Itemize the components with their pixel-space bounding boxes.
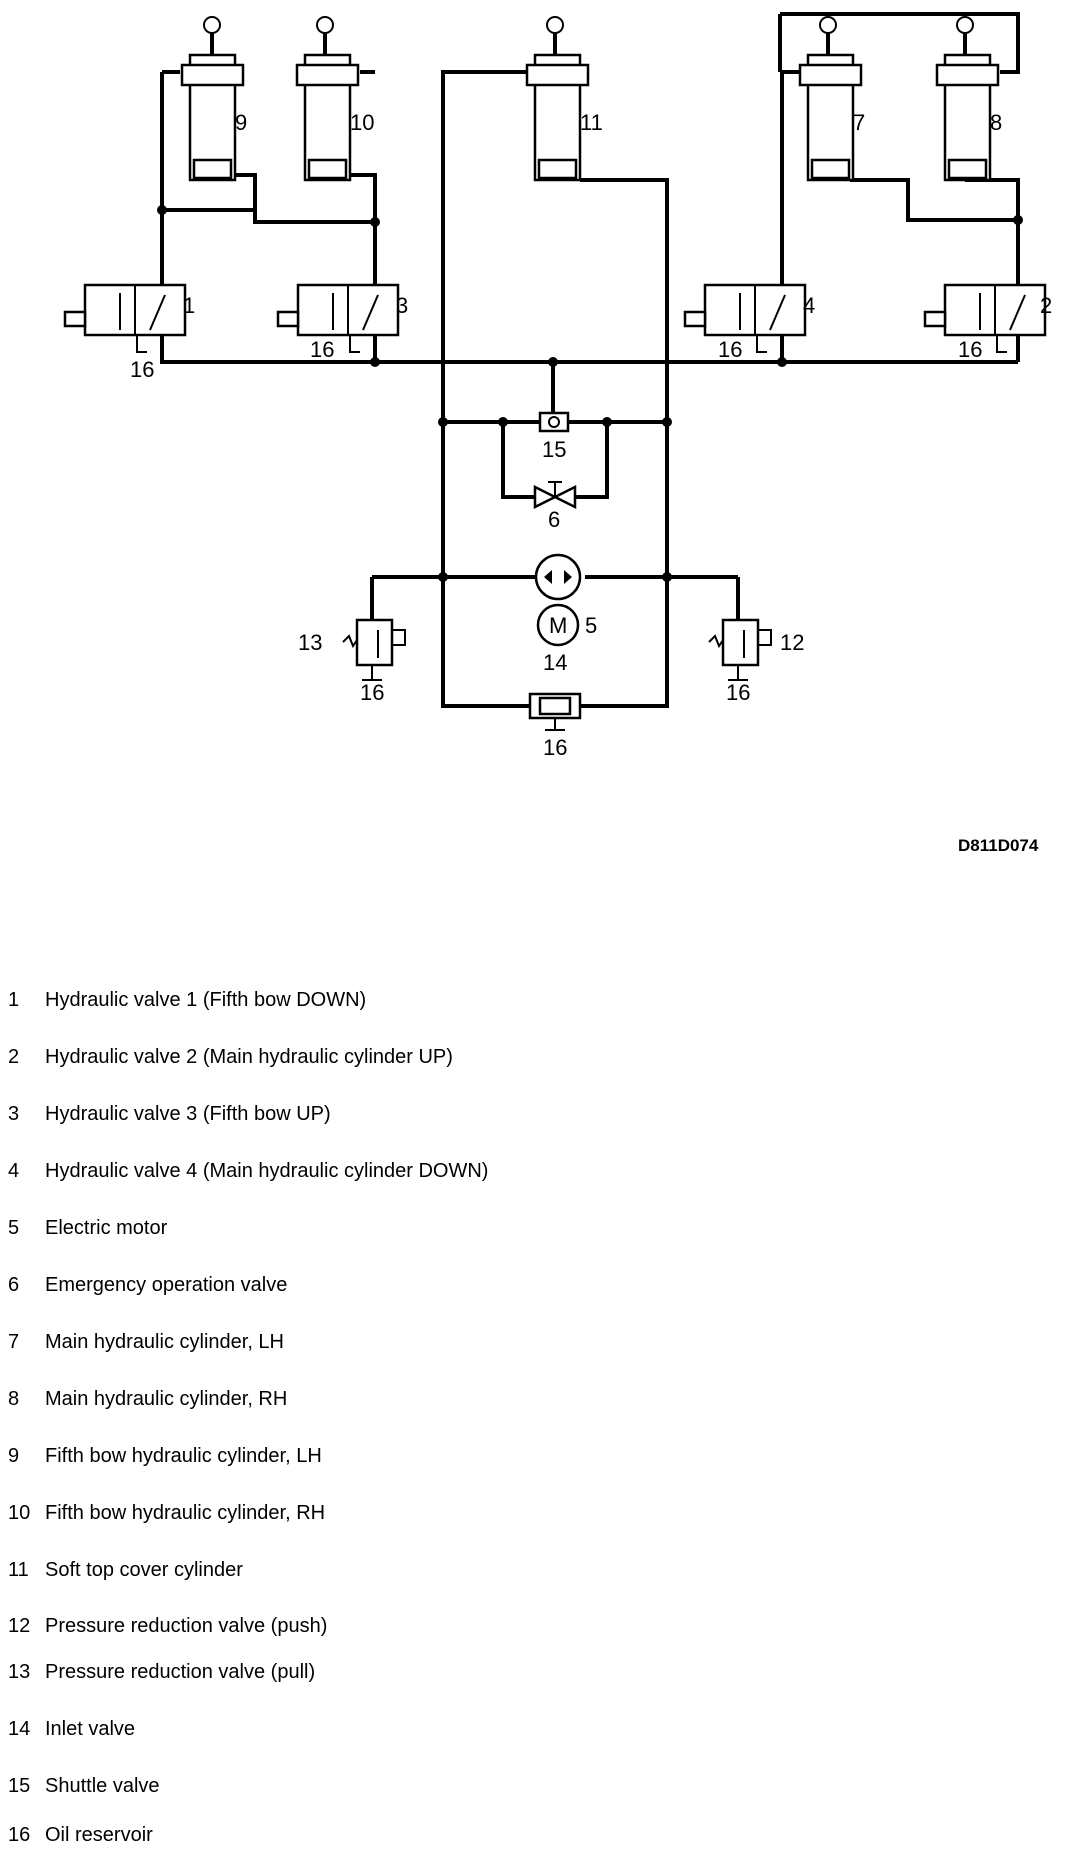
label-7: 7 <box>853 110 865 135</box>
label-16-v1: 16 <box>130 357 154 382</box>
label-11: 11 <box>580 110 603 135</box>
drawing-id: D811D074 <box>958 836 1039 855</box>
legend-text: Fifth bow hydraulic cylinder, LH <box>45 1445 322 1467</box>
electric-motor-5: M <box>536 603 580 647</box>
cylinder-9 <box>180 16 245 182</box>
label-9: 9 <box>235 110 247 135</box>
legend-text: Main hydraulic cylinder, RH <box>45 1388 288 1410</box>
label-16-v3: 16 <box>310 337 334 362</box>
pressure-valve-13 <box>342 618 406 681</box>
legend-text: Shuttle valve <box>45 1775 160 1797</box>
legend-text: Hydraulic valve 2 (Main hydraulic cylind… <box>45 1046 453 1068</box>
hydraulic-schematic: M 9 10 11 7 8 1 3 4 2 16 16 16 16 <box>63 12 1052 760</box>
label-10: 10 <box>350 110 374 135</box>
legend-num: 1 <box>8 989 20 1011</box>
legend-num: 7 <box>8 1331 20 1353</box>
legend-num: 2 <box>8 1046 20 1068</box>
emergency-valve-6 <box>533 481 577 510</box>
hydraulic-lines <box>160 12 1020 708</box>
cylinder-11 <box>525 16 590 182</box>
legend-text: Hydraulic valve 1 (Fifth bow DOWN) <box>45 989 367 1011</box>
legend-num: 8 <box>8 1388 20 1410</box>
legend-text: Electric motor <box>45 1217 168 1239</box>
label-1: 1 <box>183 293 195 318</box>
legend-num: 4 <box>8 1160 20 1182</box>
valve-3 <box>276 283 400 337</box>
label-16-p12: 16 <box>726 680 750 705</box>
legend-text: Inlet valve <box>45 1718 136 1740</box>
legend-text: Pressure reduction valve (pull) <box>45 1661 316 1683</box>
legend-num: 15 <box>8 1775 31 1797</box>
legend-text: Fifth bow hydraulic cylinder, RH <box>45 1502 326 1524</box>
label-12: 12 <box>780 630 804 655</box>
pump <box>534 553 582 601</box>
valve-1 <box>63 283 187 337</box>
legend-text: Hydraulic valve 4 (Main hydraulic cylind… <box>45 1160 489 1182</box>
label-14: 14 <box>543 650 567 675</box>
reservoir-symbols <box>136 335 1007 353</box>
legend-text: Pressure reduction valve (push) <box>45 1615 328 1637</box>
legend-num: 6 <box>8 1274 20 1296</box>
valve-4 <box>683 283 807 337</box>
label-16-v2: 16 <box>958 337 982 362</box>
legend-num: 11 <box>8 1559 29 1581</box>
label-16-v4: 16 <box>718 337 742 362</box>
label-16-inlet: 16 <box>543 735 567 760</box>
label-3: 3 <box>396 293 408 318</box>
valve-2 <box>923 283 1047 337</box>
legend-num: 13 <box>8 1661 31 1683</box>
legend-text: Hydraulic valve 3 (Fifth bow UP) <box>45 1103 331 1125</box>
label-4: 4 <box>803 293 815 318</box>
legend-num: 9 <box>8 1445 20 1467</box>
legend-text: Oil reservoir <box>45 1824 153 1846</box>
cylinder-10 <box>295 16 360 182</box>
label-6: 6 <box>548 507 560 532</box>
inlet-valve-block <box>528 692 582 731</box>
label-15: 15 <box>542 437 566 462</box>
label-16-p13: 16 <box>360 680 384 705</box>
cylinder-7 <box>798 16 863 182</box>
legend-num: 5 <box>8 1217 20 1239</box>
legend-num: 14 <box>8 1718 31 1740</box>
legend-num: 10 <box>8 1502 31 1524</box>
svg-text:M: M <box>549 613 567 638</box>
cylinder-8 <box>935 16 1000 182</box>
shuttle-valve-15 <box>538 411 570 433</box>
junction-dots <box>157 205 1023 582</box>
legend-text: Soft top cover cylinder <box>45 1559 243 1581</box>
legend-num: 12 <box>8 1615 31 1637</box>
legend-num: 16 <box>8 1824 31 1846</box>
label-2: 2 <box>1040 293 1052 318</box>
label-13: 13 <box>298 630 322 655</box>
label-8: 8 <box>990 110 1002 135</box>
legend-text: Main hydraulic cylinder, LH <box>45 1331 284 1353</box>
legend-text: Emergency operation valve <box>45 1274 288 1296</box>
legend-num: 3 <box>8 1103 20 1125</box>
pressure-valve-12 <box>708 618 772 681</box>
label-5: 5 <box>585 613 597 638</box>
